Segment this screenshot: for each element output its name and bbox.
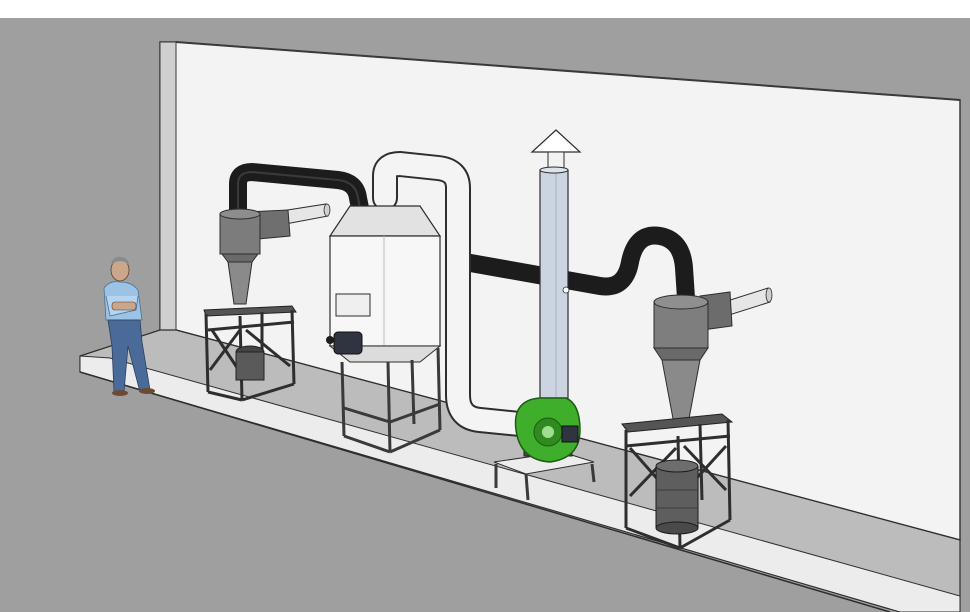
black-duct-left	[229, 162, 369, 223]
scrubber-tower	[326, 205, 442, 454]
centrifugal-fan	[493, 397, 596, 501]
exhaust-stack	[530, 129, 582, 399]
cyclone-right	[621, 287, 773, 550]
person	[103, 256, 155, 396]
white-duct	[372, 150, 533, 437]
cyclone-left	[203, 203, 331, 402]
top-margin	[0, 0, 970, 18]
black-duct-right	[456, 226, 695, 307]
